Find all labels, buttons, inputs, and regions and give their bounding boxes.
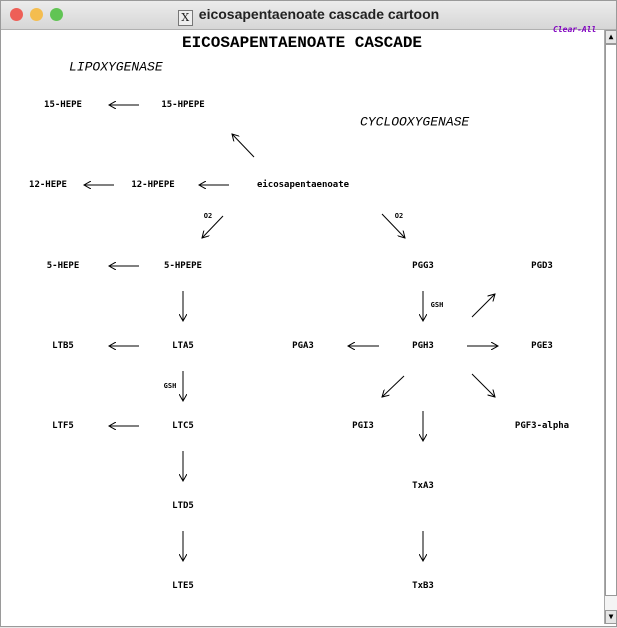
node-txb3[interactable]: TxB3 [412, 581, 434, 591]
node-12-hpepe[interactable]: 12-HPEPE [131, 180, 175, 190]
node-lte5[interactable]: LTE5 [172, 581, 194, 591]
gsh-label: GSH [163, 382, 177, 390]
node-ltc5[interactable]: LTC5 [172, 421, 194, 431]
node-15-hepe[interactable]: 15-HEPE [44, 100, 82, 110]
window-title: eicosapentaenoate cascade cartoon [198, 6, 440, 22]
node-pgi3[interactable]: PGI3 [352, 421, 374, 431]
pathway-arrows [1, 1, 604, 628]
arrow [471, 294, 495, 318]
o2-label: O2 [394, 212, 404, 220]
arrow [382, 375, 405, 397]
node-ltb5[interactable]: LTB5 [52, 341, 74, 351]
clear-all-button[interactable]: Clear-All [553, 25, 597, 34]
close-button[interactable] [10, 8, 23, 21]
arrow [471, 373, 495, 397]
node-5-hepe[interactable]: 5-HEPE [46, 261, 80, 271]
x11-icon: X [177, 10, 193, 26]
o2-label: O2 [203, 212, 213, 220]
scroll-up-button[interactable]: ▲ [605, 30, 617, 44]
node-pgg3[interactable]: PGG3 [412, 261, 434, 271]
node-15-hpepe[interactable]: 15-HPEPE [161, 100, 205, 110]
lipoxygenase-label: LIPOXYGENASE [69, 59, 163, 75]
node-ltd5[interactable]: LTD5 [172, 501, 194, 511]
cyclooxygenase-label: CYCLOOXYGENASE [360, 114, 470, 130]
node-pgd3[interactable]: PGD3 [531, 261, 553, 271]
node-pge3[interactable]: PGE3 [531, 341, 553, 351]
scrollbar-thumb[interactable] [605, 44, 617, 596]
gsh-label: GSH [430, 301, 444, 309]
node-12-hepe[interactable]: 12-HEPE [29, 180, 67, 190]
scroll-down-button[interactable]: ▼ [605, 610, 617, 624]
arrow [232, 134, 255, 158]
arrow [202, 215, 224, 238]
page-title: EICOSAPENTAENOATE CASCADE [181, 34, 423, 52]
vertical-scrollbar[interactable]: ▲ ▼ [604, 30, 617, 624]
node-lta5[interactable]: LTA5 [172, 341, 194, 351]
node-pgf3-alpha[interactable]: PGF3-alpha [514, 421, 570, 431]
node-pga3[interactable]: PGA3 [292, 341, 314, 351]
node-txa3[interactable]: TxA3 [412, 481, 434, 491]
node-5-hpepe[interactable]: 5-HPEPE [164, 261, 202, 271]
node-pgh3[interactable]: PGH3 [412, 341, 434, 351]
minimize-button[interactable] [30, 8, 43, 21]
node-eicosapentaenoate[interactable]: eicosapentaenoate [256, 180, 350, 190]
node-ltf5[interactable]: LTF5 [52, 421, 74, 431]
arrow [381, 213, 405, 238]
zoom-button[interactable] [50, 8, 63, 21]
